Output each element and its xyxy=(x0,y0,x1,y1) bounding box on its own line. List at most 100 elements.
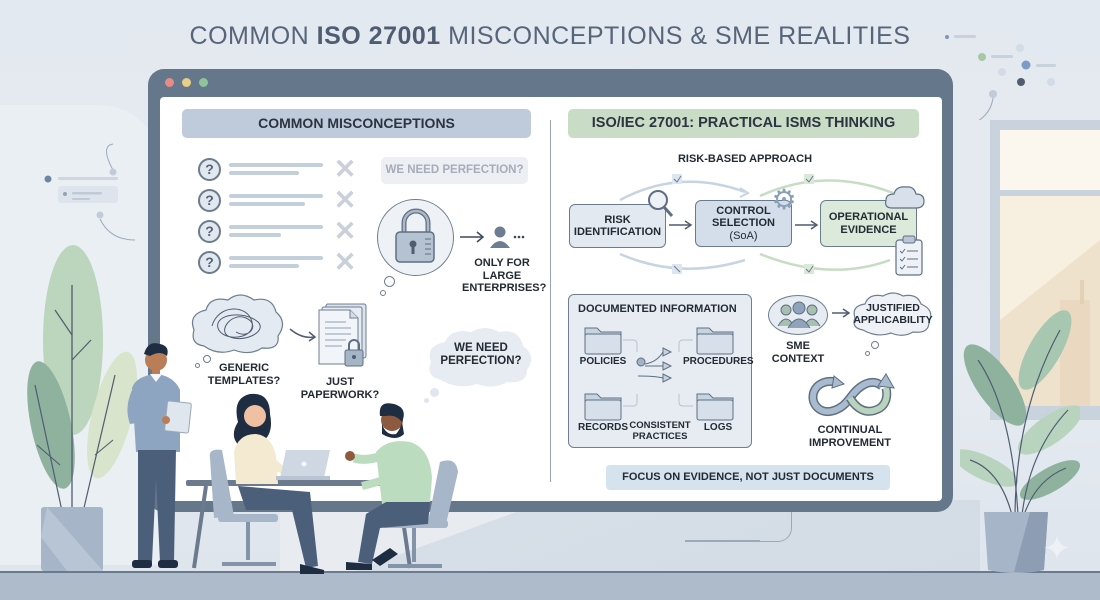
x-icon: ✕ xyxy=(333,216,357,246)
chat-decoration-icon xyxy=(44,143,136,241)
cloud-icon xyxy=(885,186,925,209)
we-need-perfection-label: WE NEED PERFECTION? xyxy=(438,342,524,367)
text-placeholder-line xyxy=(229,233,281,237)
continual-improvement-label: CONTINUAL IMPROVEMENT xyxy=(800,424,900,449)
x-icon: ✕ xyxy=(333,247,357,277)
text-placeholder-line xyxy=(229,202,305,206)
monitor-cable-tail xyxy=(685,540,760,542)
padlock-icon xyxy=(395,208,435,263)
label-line: RISK xyxy=(604,213,631,226)
label-line: WE NEED xyxy=(454,342,508,354)
risk-based-subheader: RISK-BASED APPROACH xyxy=(677,153,813,165)
folder-label-records: RECORDS xyxy=(577,422,628,433)
curved-arrow-icon xyxy=(289,328,317,342)
practical-isms-header: ISO/IEC 27001: PRACTICAL ISMS THINKING xyxy=(568,109,919,138)
folders-connector-diagram xyxy=(584,327,734,421)
network-decoration-icon xyxy=(945,35,1056,120)
thought-dot xyxy=(195,363,200,368)
close-dot-icon[interactable] xyxy=(165,78,174,87)
folder-label-procedures: PROCEDURES xyxy=(683,356,754,367)
text-placeholder-line xyxy=(229,194,323,198)
label-line: IDENTIFICATION xyxy=(573,226,662,238)
label-line: CONTINUAL xyxy=(817,424,883,436)
label-line: GENERIC xyxy=(218,362,270,374)
team-icon xyxy=(777,301,821,329)
maximize-dot-icon[interactable] xyxy=(199,78,208,87)
label-line: EVIDENCE xyxy=(840,223,897,236)
thought-dot xyxy=(865,351,870,356)
seated-man xyxy=(345,403,432,570)
arrow-right-icon xyxy=(669,220,693,230)
label-line: LARGE xyxy=(482,269,522,282)
x-icon: ✕ xyxy=(333,154,357,184)
plant-right-icon xyxy=(960,310,1080,573)
arrow-right-icon xyxy=(832,308,851,318)
label-line: IMPROVEMENT xyxy=(809,436,891,449)
misconception-row: ? ✕ xyxy=(198,154,358,186)
just-paperwork-label: JUST PAPERWORK? xyxy=(300,376,380,401)
misconceptions-header: COMMON MISCONCEPTIONS xyxy=(182,109,531,138)
monitor-cable xyxy=(760,512,792,542)
page-title: COMMON ISO 27001 MISCONCEPTIONS & SME RE… xyxy=(0,22,1100,51)
thought-dot xyxy=(203,355,211,363)
thought-dot xyxy=(380,290,386,296)
thought-dot xyxy=(871,341,879,349)
focus-on-evidence-banner: FOCUS ON EVIDENCE, NOT JUST DOCUMENTS xyxy=(606,465,890,490)
thought-dot xyxy=(430,388,439,397)
question-icon: ? xyxy=(198,251,221,274)
question-icon: ? xyxy=(198,189,221,212)
text-placeholder-line xyxy=(229,256,323,260)
misconception-row: ? ✕ xyxy=(198,216,358,248)
misconception-row: ? ✕ xyxy=(198,247,358,279)
label-line: JUSTIFIED xyxy=(866,302,920,314)
locked-document-icon xyxy=(318,303,367,367)
label-line: TEMPLATES? xyxy=(207,374,281,387)
folder-label-logs: LOGS xyxy=(703,422,733,433)
arrow-to-person-icon xyxy=(460,226,525,248)
label-line: PRACTICES xyxy=(632,431,688,442)
floor xyxy=(0,571,1100,600)
label-line: PAPERWORK? xyxy=(300,388,380,401)
label-line: ENTERPRISES? xyxy=(462,282,547,294)
label-line: ONLY FOR xyxy=(474,257,530,269)
text-placeholder-line xyxy=(229,171,299,175)
documented-information-box xyxy=(568,294,752,448)
label-line: JUST xyxy=(325,376,355,388)
documented-information-title: DOCUMENTED INFORMATION xyxy=(578,303,737,315)
label-line: SME xyxy=(786,340,810,352)
checklist-clipboard-icon xyxy=(895,235,923,276)
label-line: (SoA) xyxy=(729,229,758,242)
title-bold: ISO 27001 xyxy=(316,22,441,50)
perfection-cloud-icon xyxy=(429,328,532,387)
misconception-row: ? ✕ xyxy=(198,185,358,217)
label-line: APPLICABILITY xyxy=(853,314,933,326)
generic-templates-label: GENERIC TEMPLATES? xyxy=(205,362,283,387)
title-prefix: COMMON xyxy=(189,22,317,50)
team-meeting-illustration xyxy=(127,343,458,574)
question-icon: ? xyxy=(198,220,221,243)
gear-icon: ⚙ xyxy=(771,184,797,215)
large-enterprises-label: ONLY FOR LARGE ENTERPRISES? xyxy=(462,257,547,295)
consistent-practices-label: CONSISTENT PRACTICES xyxy=(627,420,693,442)
flow-arcs xyxy=(619,174,909,274)
folder-icon xyxy=(584,327,622,355)
folder-label-policies: POLICIES xyxy=(579,356,627,367)
label-line: SELECTION xyxy=(712,217,775,230)
minimize-dot-icon[interactable] xyxy=(182,78,191,87)
title-suffix: MISCONCEPTIONS & SME REALITIES xyxy=(440,22,911,50)
continual-improvement-loop-icon xyxy=(808,373,895,417)
perfection-pill: WE NEED PERFECTION? xyxy=(381,157,528,184)
justified-applicability-label: JUSTIFIED APPLICABILITY xyxy=(853,302,933,326)
text-placeholder-line xyxy=(229,163,323,167)
label-line: PERFECTION? xyxy=(440,354,522,367)
standing-man xyxy=(127,343,192,568)
window-controls xyxy=(165,78,208,87)
tangled-cloud-icon xyxy=(191,294,284,354)
x-icon: ✕ xyxy=(333,185,357,215)
thought-dot xyxy=(424,398,429,403)
thought-dot xyxy=(384,276,395,287)
label-line: CONTROL xyxy=(716,204,771,217)
label-line: OPERATIONAL xyxy=(828,211,909,223)
